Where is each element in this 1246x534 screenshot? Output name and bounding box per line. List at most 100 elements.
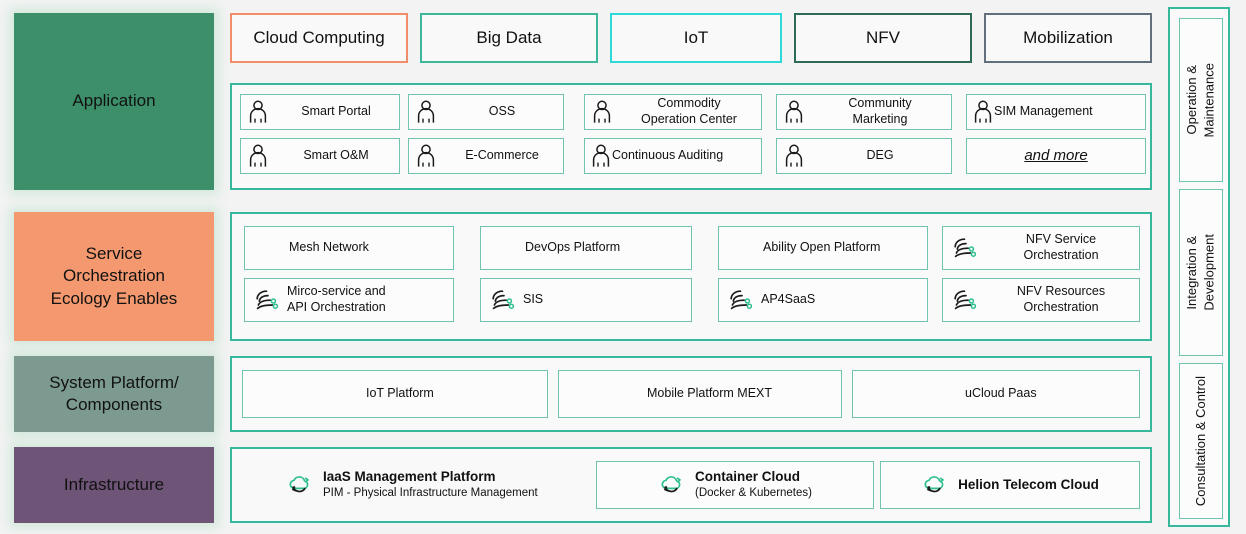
infra-card-iaas-management-platform-sublabel: PIM - Physical Infrastructure Management [323,487,538,500]
person-icon [416,144,436,168]
app-card-continuous-auditing-label: Continuous Auditing [612,148,724,163]
orchestration-icon [253,288,279,312]
app-card-oss-label: OSS [488,104,516,119]
svc-card-devops-platform-label: DevOps Platform [525,240,621,255]
layer-label-infrastructure: Infrastructure [14,447,214,523]
layer-label-system-text: System Platform/ Components [49,372,179,414]
infra-card-iaas-management-platform[interactable]: IaaS Management Platform PIM - Physical … [272,461,592,509]
layer-label-application: Application [14,13,214,190]
orchestration-icon [489,288,515,312]
app-card-commodity-operation-center-label: Commodity Operation Center [641,96,737,126]
person-icon [784,144,804,168]
app-card-community-marketing-label: Community Marketing [848,96,912,126]
svc-card-micro-service-api-orchestration-label: Mirco-service and API Orchestration [287,284,386,314]
layer-label-application-text: Application [72,91,156,111]
pill-mobilization[interactable]: Mobilization [984,13,1152,63]
app-card-community-marketing[interactable]: Community Marketing [776,94,952,130]
service-orchestration-group: Mesh Network DevOps Platform Ability Ope… [230,212,1152,341]
svc-card-ability-open-platform-label: Ability Open Platform [763,240,881,255]
app-card-and-more[interactable]: and more [966,138,1146,174]
app-card-deg[interactable]: DEG [776,138,952,174]
sys-card-ucloud-paas-label: uCloud Paas [965,386,1037,401]
app-card-e-commerce[interactable]: E-Commerce [408,138,564,174]
rail-item-consultation-control[interactable]: Consultation & Control [1179,363,1223,519]
pill-iot-label: IoT [683,28,709,47]
pill-nfv-label: NFV [866,28,900,47]
sys-card-iot-platform-label: IoT Platform [366,386,434,401]
svc-card-nfv-service-orchestration-label: NFV Service Orchestration [1023,232,1099,262]
app-card-deg-label: DEG [866,148,894,163]
svc-card-nfv-service-orchestration[interactable]: NFV Service Orchestration [942,226,1140,270]
grid-icon [261,240,278,257]
grid-icon [619,386,636,403]
layer-label-system: System Platform/ Components [14,356,214,432]
pill-big-data-label: Big Data [476,28,542,47]
cloud-icon [286,474,314,496]
person-icon [248,100,268,124]
infra-card-iaas-management-platform-label: IaaS Management Platform [323,469,496,485]
application-group: Smart Portal OSS Commodity Operation Cen… [230,83,1152,190]
cloud-icon [658,474,686,496]
svc-card-ap4saas-label: AP4SaaS [761,292,816,307]
svc-card-ability-open-platform[interactable]: Ability Open Platform [718,226,928,270]
infra-card-container-cloud[interactable]: Container Cloud (Docker & Kubernetes) [596,461,874,509]
rail-item-operation-maintenance-label: Operation & Maintenance [1184,62,1217,138]
layer-label-infrastructure-text: Infrastructure [63,474,165,494]
cloud-icon [921,474,949,496]
svc-card-devops-platform[interactable]: DevOps Platform [480,226,692,270]
app-card-smart-om[interactable]: Smart O&M [240,138,400,174]
rail-item-integration-development-label: Integration & Development [1184,234,1217,311]
rail-item-operation-maintenance[interactable]: Operation & Maintenance [1179,18,1223,182]
orchestration-icon [951,236,977,260]
svc-card-nfv-resources-orchestration-label: NFV Resources Orchestration [1016,284,1106,314]
lifecycle-rail: Operation & Maintenance Integration & De… [1168,7,1230,527]
person-icon [784,100,804,124]
pill-iot[interactable]: IoT [610,13,782,63]
orchestration-icon [727,288,753,312]
sys-card-mobile-platform-mext[interactable]: Mobile Platform MEXT [558,370,842,418]
grid-icon [735,240,752,257]
pill-cloud-computing[interactable]: Cloud Computing [230,13,408,63]
app-card-sim-management[interactable]: SIM Management [966,94,1146,130]
person-icon [591,144,611,168]
app-card-smart-om-label: Smart O&M [303,148,369,163]
layer-label-service: Service Orchestration Ecology Enables [14,212,214,341]
app-card-smart-portal-label: Smart Portal [301,104,371,119]
svc-card-nfv-resources-orchestration[interactable]: NFV Resources Orchestration [942,278,1140,322]
grid-icon [937,386,954,403]
system-platform-group: IoT Platform Mobile Platform MEXT uCloud… [230,356,1152,432]
grid-icon [338,386,355,403]
pill-cloud-computing-label: Cloud Computing [253,28,385,47]
infra-card-container-cloud-label: Container Cloud [695,469,801,485]
app-card-oss[interactable]: OSS [408,94,564,130]
layer-label-service-text: Service Orchestration Ecology Enables [50,243,178,308]
app-card-e-commerce-label: E-Commerce [465,148,539,163]
person-icon [248,144,268,168]
pill-big-data[interactable]: Big Data [420,13,598,63]
svc-card-mesh-network-label: Mesh Network [289,240,369,255]
app-card-commodity-operation-center[interactable]: Commodity Operation Center [584,94,762,130]
rail-item-integration-development[interactable]: Integration & Development [1179,189,1223,356]
svc-card-sis[interactable]: SIS [480,278,692,322]
app-card-and-more-label: and more [1024,146,1088,164]
sys-card-ucloud-paas[interactable]: uCloud Paas [852,370,1140,418]
svc-card-mesh-network[interactable]: Mesh Network [244,226,454,270]
svc-card-ap4saas[interactable]: AP4SaaS [718,278,928,322]
infrastructure-group: IaaS Management Platform PIM - Physical … [230,447,1152,523]
svc-card-sis-label: SIS [523,292,544,307]
pill-nfv[interactable]: NFV [794,13,972,63]
sys-card-iot-platform[interactable]: IoT Platform [242,370,548,418]
person-icon [592,100,612,124]
app-card-smart-portal[interactable]: Smart Portal [240,94,400,130]
person-icon [416,100,436,124]
person-icon [973,100,993,124]
pill-mobilization-label: Mobilization [1023,28,1113,47]
svc-card-micro-service-api-orchestration[interactable]: Mirco-service and API Orchestration [244,278,454,322]
infra-card-helion-telecom-cloud-label: Helion Telecom Cloud [958,476,1099,492]
infra-card-helion-telecom-cloud[interactable]: Helion Telecom Cloud [880,461,1140,509]
infra-card-container-cloud-sublabel: (Docker & Kubernetes) [695,487,812,500]
app-card-continuous-auditing[interactable]: Continuous Auditing [584,138,762,174]
sys-card-mobile-platform-mext-label: Mobile Platform MEXT [647,386,773,401]
orchestration-icon [951,288,977,312]
